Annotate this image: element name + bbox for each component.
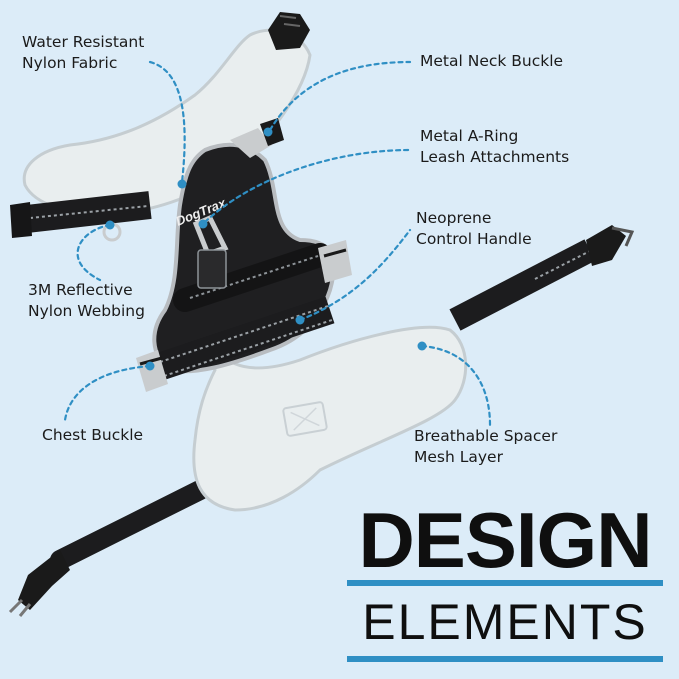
callout-line: Metal Neck Buckle [420, 52, 564, 70]
bottom-strap [8, 480, 210, 617]
leader-chest-buckle [63, 364, 152, 422]
leader-metal-neck-buckle [268, 60, 412, 132]
callout-water-resistant: Water Resistant Nylon Fabric [22, 32, 144, 74]
callout-metal-a-ring: Metal A-Ring Leash Attachments [420, 126, 569, 168]
leader-metal-a-ring [203, 148, 412, 224]
callout-line: Nylon Webbing [28, 302, 145, 320]
heading-design: DESIGN [358, 496, 652, 584]
heading-rule-bottom [347, 656, 663, 662]
marker-dot [295, 315, 305, 325]
callout-line: Breathable Spacer [414, 427, 558, 445]
callout-line: Control Handle [416, 230, 532, 248]
callout-spacer-mesh: Breathable Spacer Mesh Layer [414, 426, 557, 468]
marker-dot [177, 179, 187, 189]
callout-line: 3M Reflective [28, 281, 133, 299]
heading-elements: ELEMENTS [362, 594, 648, 650]
marker-dot [417, 341, 427, 351]
callout-metal-neck-buckle: Metal Neck Buckle [420, 51, 563, 72]
marker-dot [105, 220, 115, 230]
heading-rule-top [347, 580, 663, 586]
leader-water-resistant [148, 60, 186, 184]
marker-dot [263, 127, 273, 137]
callout-line: Neoprene [416, 209, 492, 227]
callout-line: Leash Attachments [420, 148, 570, 166]
callout-reflective-webbing: 3M Reflective Nylon Webbing [28, 280, 145, 322]
callout-line: Mesh Layer [414, 448, 503, 466]
callout-line: Water Resistant [22, 33, 145, 51]
leader-neoprene-handle [298, 228, 412, 322]
callout-neoprene-handle: Neoprene Control Handle [416, 208, 532, 250]
leader-spacer-mesh [420, 344, 492, 427]
callout-line: Metal A-Ring [420, 127, 519, 145]
marker-dot [198, 219, 208, 229]
leader-reflective-webbing [76, 223, 112, 282]
marker-dot [145, 361, 155, 371]
spacer-mesh-panel [192, 325, 468, 512]
a-ring-icon [192, 214, 229, 258]
callout-line: Chest Buckle [42, 426, 144, 444]
callout-line: Nylon Fabric [22, 54, 118, 72]
right-side-strap [449, 225, 635, 331]
callout-chest-buckle: Chest Buckle [42, 425, 143, 446]
